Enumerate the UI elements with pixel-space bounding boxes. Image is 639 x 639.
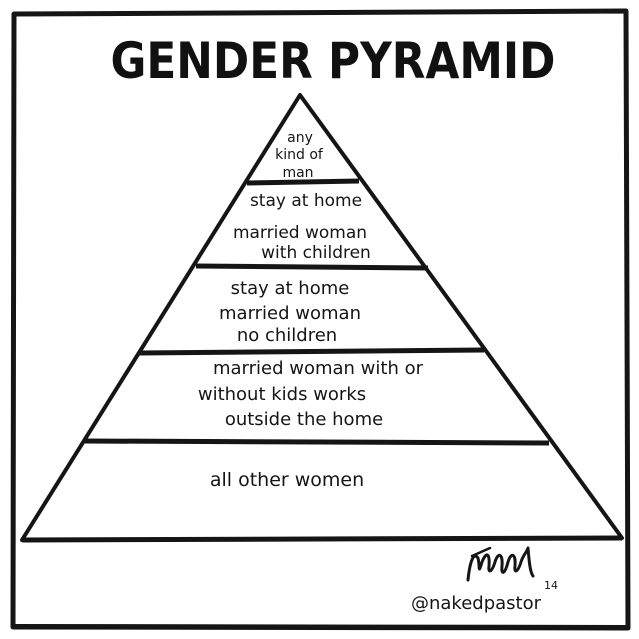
artist-signature: 14: [466, 546, 558, 592]
tier-3-line-3: no children: [237, 325, 337, 346]
outer-frame: [10, 8, 631, 631]
page-title: GENDER PYRAMID: [111, 32, 556, 90]
frame-bottom-inner: [13, 624, 629, 629]
tier-4-line-3: outside the home: [225, 409, 383, 430]
tier-3: stay at home married woman no children: [219, 278, 361, 346]
pyramid-baseline: [21, 535, 623, 543]
credit-handle: @nakedpastor: [411, 593, 542, 614]
signature-year: 14: [544, 579, 558, 592]
tier-top-line-3: man: [282, 165, 313, 181]
tier-top-line-2: kind of: [275, 147, 324, 163]
tier-base: all other women: [210, 469, 364, 491]
tier-divider-2: [195, 263, 429, 271]
tier-divider-1: [246, 178, 360, 186]
tier-2: stay at home married woman with children: [233, 191, 371, 263]
tier-3-line-2: married woman: [219, 303, 361, 324]
tier-top-line-1: any: [287, 130, 313, 146]
tier-4-line-2: without kids works: [198, 384, 366, 405]
tier-2-line-1: stay at home: [250, 191, 362, 211]
tier-4-line-1: married woman with or: [213, 358, 424, 379]
tier-top: any kind of man: [275, 130, 324, 181]
tier-divider-4: [83, 438, 550, 446]
tier-2-line-2: married woman: [233, 223, 367, 243]
tier-divider-3: [138, 347, 485, 356]
tier-2-line-3: with children: [261, 243, 371, 263]
tier-3-line-1: stay at home: [231, 278, 350, 299]
tier-base-line-1: all other women: [210, 469, 364, 491]
tier-4: married woman with or without kids works…: [198, 358, 424, 430]
